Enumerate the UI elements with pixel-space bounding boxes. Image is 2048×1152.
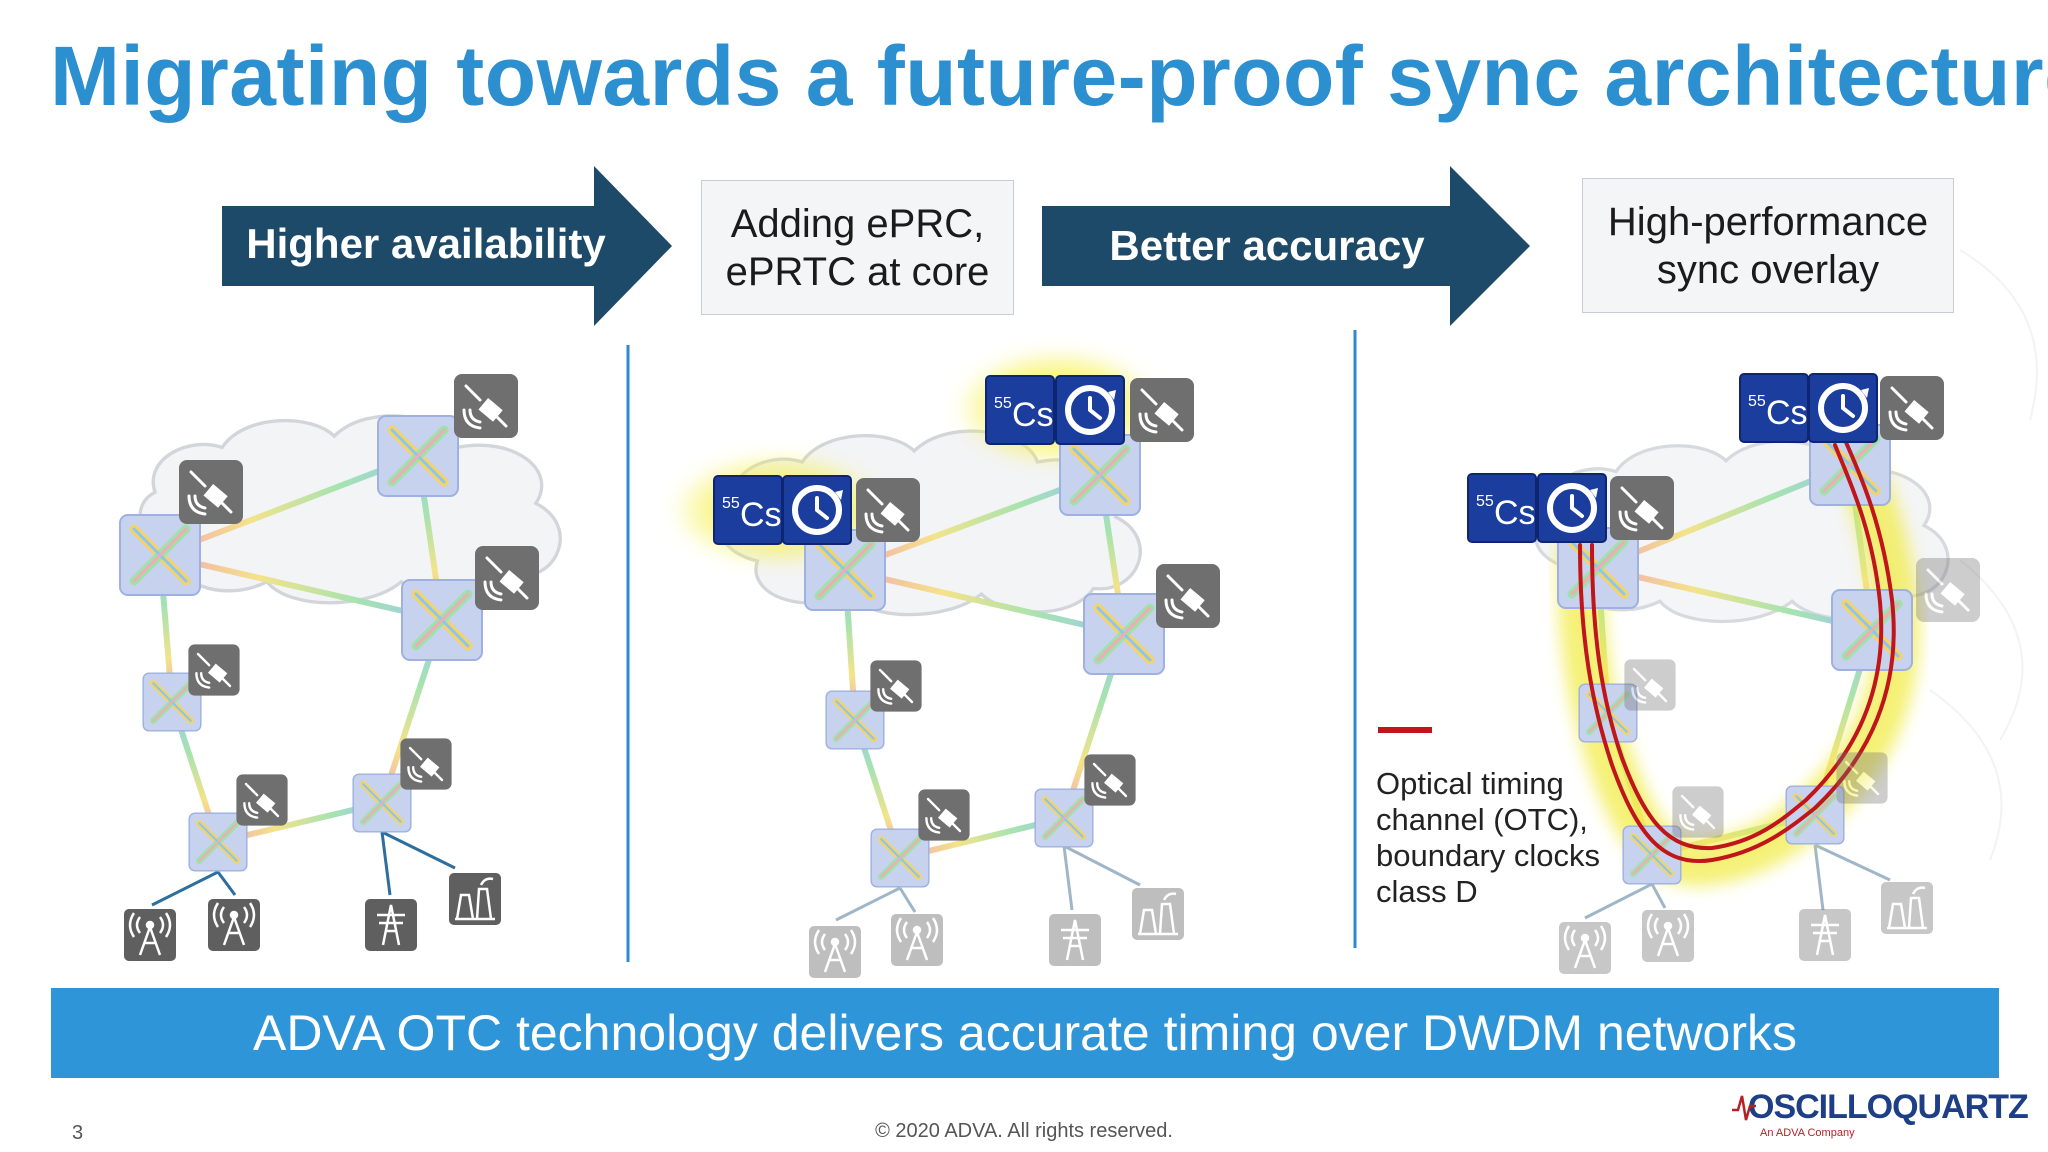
cesium-clock-icon	[1739, 373, 1809, 443]
optical-switch-icon	[1084, 594, 1164, 674]
gps-satellite-icon	[1128, 376, 1196, 444]
gps-satellite-icon	[1083, 753, 1137, 807]
cesium-clock-icon	[713, 475, 783, 545]
optical-switch-icon	[1035, 789, 1093, 847]
eprtc-clock-icon	[1809, 374, 1877, 442]
power-plant-icon	[1130, 886, 1186, 942]
cell-tower-icon	[889, 912, 945, 968]
legend-line-2: channel (OTC),	[1376, 802, 1588, 837]
gps-satellite-icon	[452, 372, 520, 440]
power-pylon-icon	[1047, 912, 1103, 968]
eprtc-clock-icon	[783, 476, 851, 544]
box-sync-overlay: High-performance sync overlay	[1582, 178, 1954, 313]
arrow-higher-availability	[222, 166, 672, 326]
power-plant-icon	[1879, 880, 1935, 936]
gps-satellite-icon	[177, 458, 245, 526]
box-adding-eprc-line2: ePRTC at core	[725, 249, 990, 294]
gps-satellite-icon	[854, 476, 922, 544]
gps-satellite-icon	[399, 737, 453, 791]
gps-satellite-icon	[235, 773, 289, 827]
cell-tower-icon	[206, 897, 262, 953]
eprtc-clock-icon	[1538, 474, 1606, 542]
optical-switch-icon	[378, 416, 458, 496]
logo-pulse-icon	[1732, 1095, 1756, 1121]
gps-satellite-icon	[1914, 556, 1982, 624]
cesium-clock-icon	[985, 375, 1055, 445]
logo-tagline: An ADVA Company	[1760, 1127, 1855, 1139]
power-pylon-icon	[1797, 907, 1853, 963]
gps-satellite-icon	[1671, 785, 1725, 839]
box-sync-overlay-line1: High-performance	[1607, 199, 1929, 244]
legend-line-3: boundary clocks	[1376, 838, 1601, 873]
copyright-notice: © 2020 ADVA. All rights reserved.	[875, 1120, 1173, 1142]
gps-satellite-icon	[917, 788, 971, 842]
box-sync-overlay-line2: sync overlay	[1656, 247, 1880, 292]
gps-satellite-icon	[1154, 562, 1222, 630]
cell-tower-icon	[1640, 908, 1696, 964]
box-adding-eprc: Adding ePRC, ePRTC at core	[701, 180, 1014, 315]
legend-line-4: class D	[1376, 874, 1478, 909]
network-diagram-panel-2	[670, 348, 1222, 980]
gps-satellite-icon	[473, 544, 541, 612]
oscilloquartz-logo: OSCILLOQUARTZ An ADVA Company	[1732, 1088, 2029, 1139]
logo-name: OSCILLOQUARTZ	[1748, 1088, 2029, 1126]
cesium-clock-icon	[1467, 473, 1537, 543]
bottom-banner: ADVA OTC technology delivers accurate ti…	[51, 988, 1999, 1078]
network-diagram-panel-1	[120, 372, 562, 963]
gps-satellite-icon	[187, 643, 241, 697]
gps-satellite-icon	[1623, 658, 1677, 712]
optical-switch-icon	[1832, 590, 1912, 670]
box-adding-eprc-line1: Adding ePRC,	[730, 201, 985, 246]
arrow-better-accuracy	[1042, 166, 1530, 326]
page-title: Migrating towards a future-proof sync ar…	[50, 29, 2048, 123]
legend-otc-text: Optical timing channel (OTC), boundary c…	[1376, 766, 1600, 910]
arrow-higher-availability-label: Higher availability	[246, 220, 606, 267]
page-number: 3	[72, 1122, 84, 1144]
gps-satellite-icon	[869, 659, 923, 713]
gps-satellite-icon	[1835, 751, 1889, 805]
gps-satellite-icon	[1878, 374, 1946, 442]
otc-path	[1578, 438, 1896, 864]
optical-switch-icon	[1060, 435, 1140, 515]
eprtc-clock-icon	[1056, 376, 1124, 444]
power-pylon-icon	[363, 897, 419, 953]
network-diagram-panel-3	[1378, 373, 1982, 976]
power-plant-icon	[447, 871, 503, 927]
gps-satellite-icon	[1608, 474, 1676, 542]
cell-tower-icon	[122, 907, 178, 963]
arrow-better-accuracy-label: Better accuracy	[1109, 222, 1425, 269]
cell-tower-icon	[807, 924, 863, 980]
optical-switch-icon	[1786, 786, 1844, 844]
cell-tower-icon	[1557, 920, 1613, 976]
legend-line-1: Optical timing	[1376, 766, 1564, 801]
optical-switch-icon	[402, 580, 482, 660]
optical-switch-icon	[120, 515, 200, 595]
